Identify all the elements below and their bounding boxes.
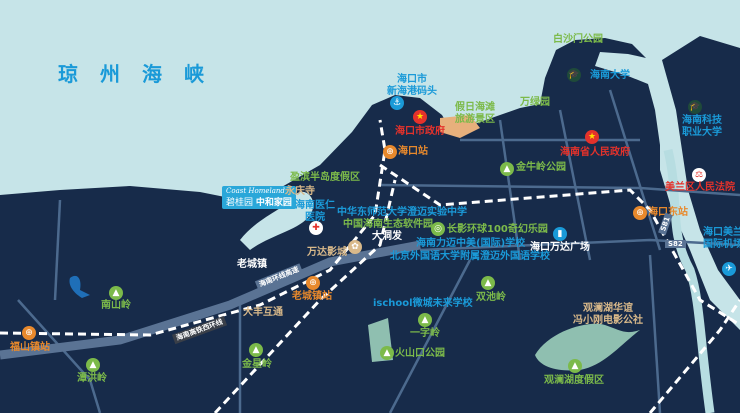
star-icon: ★ <box>413 110 427 124</box>
label-ecnu-school[interactable]: 中华东师范大学澄迈实验中学 <box>337 207 467 218</box>
label-jinniuling-park[interactable]: 金牛岭公园 <box>516 162 566 173</box>
mountain-icon: ▲ <box>86 358 100 372</box>
label-holiday-beach[interactable]: 假日海滩 旅游景区 <box>455 102 495 125</box>
label-shuangchiling[interactable]: 双池岭 <box>476 292 506 303</box>
train-station-icon: ⊕ <box>306 276 320 290</box>
label-s82: S82 <box>665 240 686 248</box>
project-sub-name: 碧桂园 <box>226 198 254 208</box>
label-dafeng[interactable]: 大丰互通 <box>243 307 283 318</box>
park-icon: ▲ <box>380 346 394 360</box>
ring-expressway <box>0 240 421 360</box>
mountain-icon: ▲ <box>249 343 263 357</box>
anchor-icon: ⚓ <box>390 96 404 110</box>
lake-nanshan <box>69 275 90 298</box>
railway <box>0 119 740 413</box>
court-icon: ⚖ <box>692 168 706 182</box>
label-eco-park[interactable]: 中国海南生态软件园 <box>343 219 433 230</box>
label-laocheng[interactable]: 老城镇 <box>237 259 267 270</box>
project-name: 中和家园 <box>255 198 292 208</box>
label-nanshanling[interactable]: 南山岭 <box>101 300 131 311</box>
label-jinxingling[interactable]: 金星岭 <box>242 359 272 370</box>
cinema-icon: ✿ <box>348 240 362 254</box>
label-haikou-station[interactable]: 海口站 <box>398 146 428 157</box>
park-icon: ▲ <box>500 162 514 176</box>
label-laocheng-station[interactable]: 老城镇站 <box>292 291 332 302</box>
label-wanda-plaza[interactable]: 海口万达广场 <box>530 242 590 253</box>
label-hospital[interactable]: 海南医仁 医院 <box>295 200 335 223</box>
project-english-name: Coast Homeland <box>226 187 285 195</box>
label-wanlu-park[interactable]: 万绿园 <box>520 97 550 108</box>
mountain-icon: ▲ <box>481 276 495 290</box>
mountain-icon: ▲ <box>109 286 123 300</box>
label-bfsu-school[interactable]: 北京外国语大学附属澄迈外国语学校 <box>390 251 550 262</box>
label-hainan-tech[interactable]: 海南科技 职业大学 <box>682 115 722 138</box>
label-hainan-univ[interactable]: 海南大学 <box>590 70 630 81</box>
mall-icon: ▮ <box>553 227 567 241</box>
mission-hills-lake <box>535 323 640 371</box>
label-dadong-fa[interactable]: 大洞发 <box>372 231 402 242</box>
train-station-icon: ⊕ <box>22 326 36 340</box>
school-icon: 🎓 <box>567 68 581 82</box>
label-mission-hills[interactable]: 观澜湖度假区 <box>544 375 604 386</box>
label-tanhongling[interactable]: 潭洪岭 <box>77 373 107 384</box>
label-meilan-airport[interactable]: 海口美兰 国际机场 <box>703 227 740 250</box>
school-icon: 🎓 <box>688 100 702 114</box>
label-yiziling[interactable]: 一字岭 <box>410 328 440 339</box>
hospital-icon: ✚ <box>309 221 323 235</box>
label-changying[interactable]: 长影环球100奇幻乐园 <box>447 224 548 235</box>
train-station-icon: ⊕ <box>633 206 647 220</box>
resort-icon: ▲ <box>568 359 582 373</box>
airplane-icon: ✈ <box>722 262 736 276</box>
project-marker[interactable]: Coast Homeland 碧桂园 中和家园 <box>222 186 296 209</box>
label-volcano-park[interactable]: 火山口公园 <box>395 348 445 359</box>
label-lmzm-school[interactable]: 海南力迈中美(国际)学校 <box>416 238 526 249</box>
label-province-gov[interactable]: 海南省人民政府 <box>560 147 630 158</box>
label-haikou-east[interactable]: 海口东站 <box>648 207 688 218</box>
star-icon: ★ <box>585 130 599 144</box>
label-yingbin-resort[interactable]: 盈滨半岛度假区 <box>290 172 360 183</box>
label-film-town[interactable]: 观澜湖华谊 冯小刚电影公社 <box>573 303 643 326</box>
label-haikou-port[interactable]: 海口市 新海港码头 <box>387 74 437 97</box>
label-haikou-gov[interactable]: 海口市政府 <box>395 126 445 137</box>
label-yongqing-temple[interactable]: 永庆寺 <box>285 186 315 197</box>
river <box>663 148 715 413</box>
beach-area <box>440 115 480 138</box>
mountain-icon: ▲ <box>418 313 432 327</box>
roads <box>17 89 740 413</box>
label-ischool[interactable]: ischool微城未来学校 <box>373 298 473 309</box>
sea-name: 琼州海峡 <box>58 62 226 86</box>
label-fushan-station[interactable]: 福山镇站 <box>10 342 50 353</box>
label-wanda-cinema[interactable]: 万达影城 <box>307 247 347 258</box>
label-meilan-court[interactable]: 美兰区人民法院 <box>665 182 735 193</box>
amusement-park-icon: ◎ <box>431 222 445 236</box>
label-baishamen-park[interactable]: 白沙门公园 <box>553 34 603 45</box>
train-station-icon: ⊕ <box>383 145 397 159</box>
